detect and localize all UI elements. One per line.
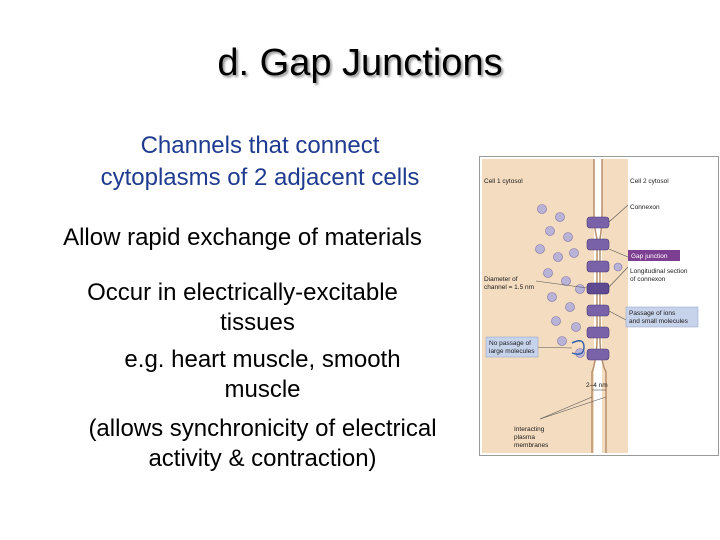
label-diameter-1: Diameter of [484,276,518,283]
label-interacting-3: membranes [514,442,549,449]
gap-junction-diagram: Cell 1 cytosol Cell 2 cytosol Connexon G… [482,159,699,453]
label-cell-1: Cell 1 cytosol [484,178,523,185]
example-line2: muscle [224,376,301,403]
label-connexon: Connexon [630,204,660,211]
label-gap-width: 2–4 nm [586,382,608,389]
bullet-exchange: Allow rapid exchange of materials [63,224,422,251]
bullet-occur-line2: tissues [220,309,295,336]
label-passage-1: Passage of ions [629,310,676,317]
bullet-occur-line1: Occur in electrically-excitable [87,279,398,306]
cell-1-body [482,159,594,453]
no-passage-label-bg [485,336,539,358]
gap-junction-label-bg [628,250,680,261]
label-diameter-2: channel = 1.5 nm [484,284,534,291]
label-longitudinal-1: Longitudinal section [630,268,688,275]
gap-junction-figure: Cell 1 cytosol Cell 2 cytosol Connexon G… [479,156,719,456]
label-longitudinal-2: of connexon [630,276,666,283]
bullet-channels-line1: Channels that connect [140,132,380,159]
label-passage-2: and small molecules [629,318,689,325]
label-cell-2: Cell 2 cytosol [630,178,669,185]
label-interacting-1: Interacting [514,426,545,433]
label-interacting-2: plasma [514,434,535,441]
label-no-passage-1: No passage of [489,340,531,347]
slide-title: d. Gap Junctions [217,42,503,84]
label-no-passage-2: large molecules [489,348,535,355]
blocked-molecule-arrow [571,340,585,355]
connexons [586,216,610,361]
bullet-channels-line2: cytoplasms of 2 adjacent cells [100,164,420,191]
example-line1: e.g. heart muscle, smooth [124,346,401,373]
note-line2: activity & contraction) [148,445,377,472]
passage-label-bg [625,306,699,328]
label-gap-junction: Gap junction [631,253,668,260]
small-molecules [535,204,623,358]
note-line1: (allows synchronicity of electrical [88,415,437,442]
